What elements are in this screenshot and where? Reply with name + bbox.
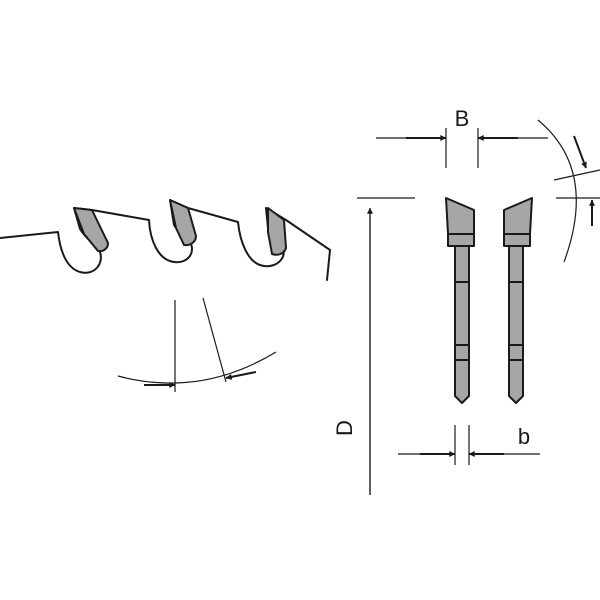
kerf-width-label: B: [455, 106, 470, 131]
left-tip-base: [447, 233, 475, 247]
hook-angle-arc: [117, 351, 277, 384]
hook-arrow-right: [225, 371, 257, 380]
hook-angle-dimension: [117, 297, 277, 392]
hook-face-line: [202, 297, 227, 383]
bevel-face-line: [553, 169, 600, 181]
tooth-section-right: [503, 197, 533, 404]
tooth-section-left: [445, 197, 475, 404]
left-tip-top: [445, 197, 475, 235]
plate-thickness-label: b: [518, 424, 530, 449]
diameter-dimension: [357, 197, 415, 495]
plate-thickness-dimension: [398, 425, 540, 465]
right-blade-body: [508, 245, 524, 404]
kerf-width-dimension: [376, 128, 548, 168]
right-tip-base: [503, 233, 531, 247]
tooth-tip-1: [73, 207, 109, 253]
tooth-tip-2: [169, 199, 197, 247]
bevel-angle-dimension: [537, 119, 600, 263]
carbide-teeth: [73, 199, 287, 256]
left-blade-body: [454, 245, 470, 404]
right-tip-top: [503, 197, 533, 235]
diameter-label: D: [332, 420, 357, 436]
tooth-tip-3: [267, 207, 287, 256]
bevel-arrow-top: [573, 135, 587, 169]
bevel-angle-arc: [537, 119, 577, 263]
